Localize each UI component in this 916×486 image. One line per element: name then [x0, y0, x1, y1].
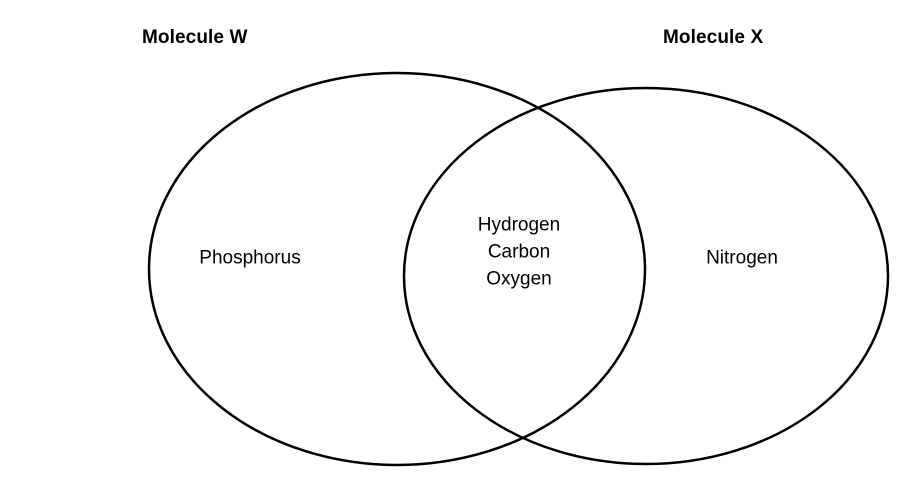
set-ellipse-left [147, 71, 647, 467]
set-title-right: Molecule X [663, 27, 764, 48]
region-label-intersection: Hydrogen Carbon Oxygen [478, 212, 560, 293]
region-item: Oxygen [486, 268, 552, 290]
region-item: Nitrogen [706, 247, 778, 269]
region-label-right-only: Nitrogen [706, 245, 778, 272]
region-label-left-only: Phosphorus [199, 245, 300, 272]
set-title-left: Molecule W [142, 27, 248, 48]
set-ellipse-right [402, 86, 890, 466]
region-item: Carbon [487, 241, 551, 263]
region-item: Hydrogen [477, 214, 561, 236]
region-item: Phosphorus [199, 247, 301, 269]
